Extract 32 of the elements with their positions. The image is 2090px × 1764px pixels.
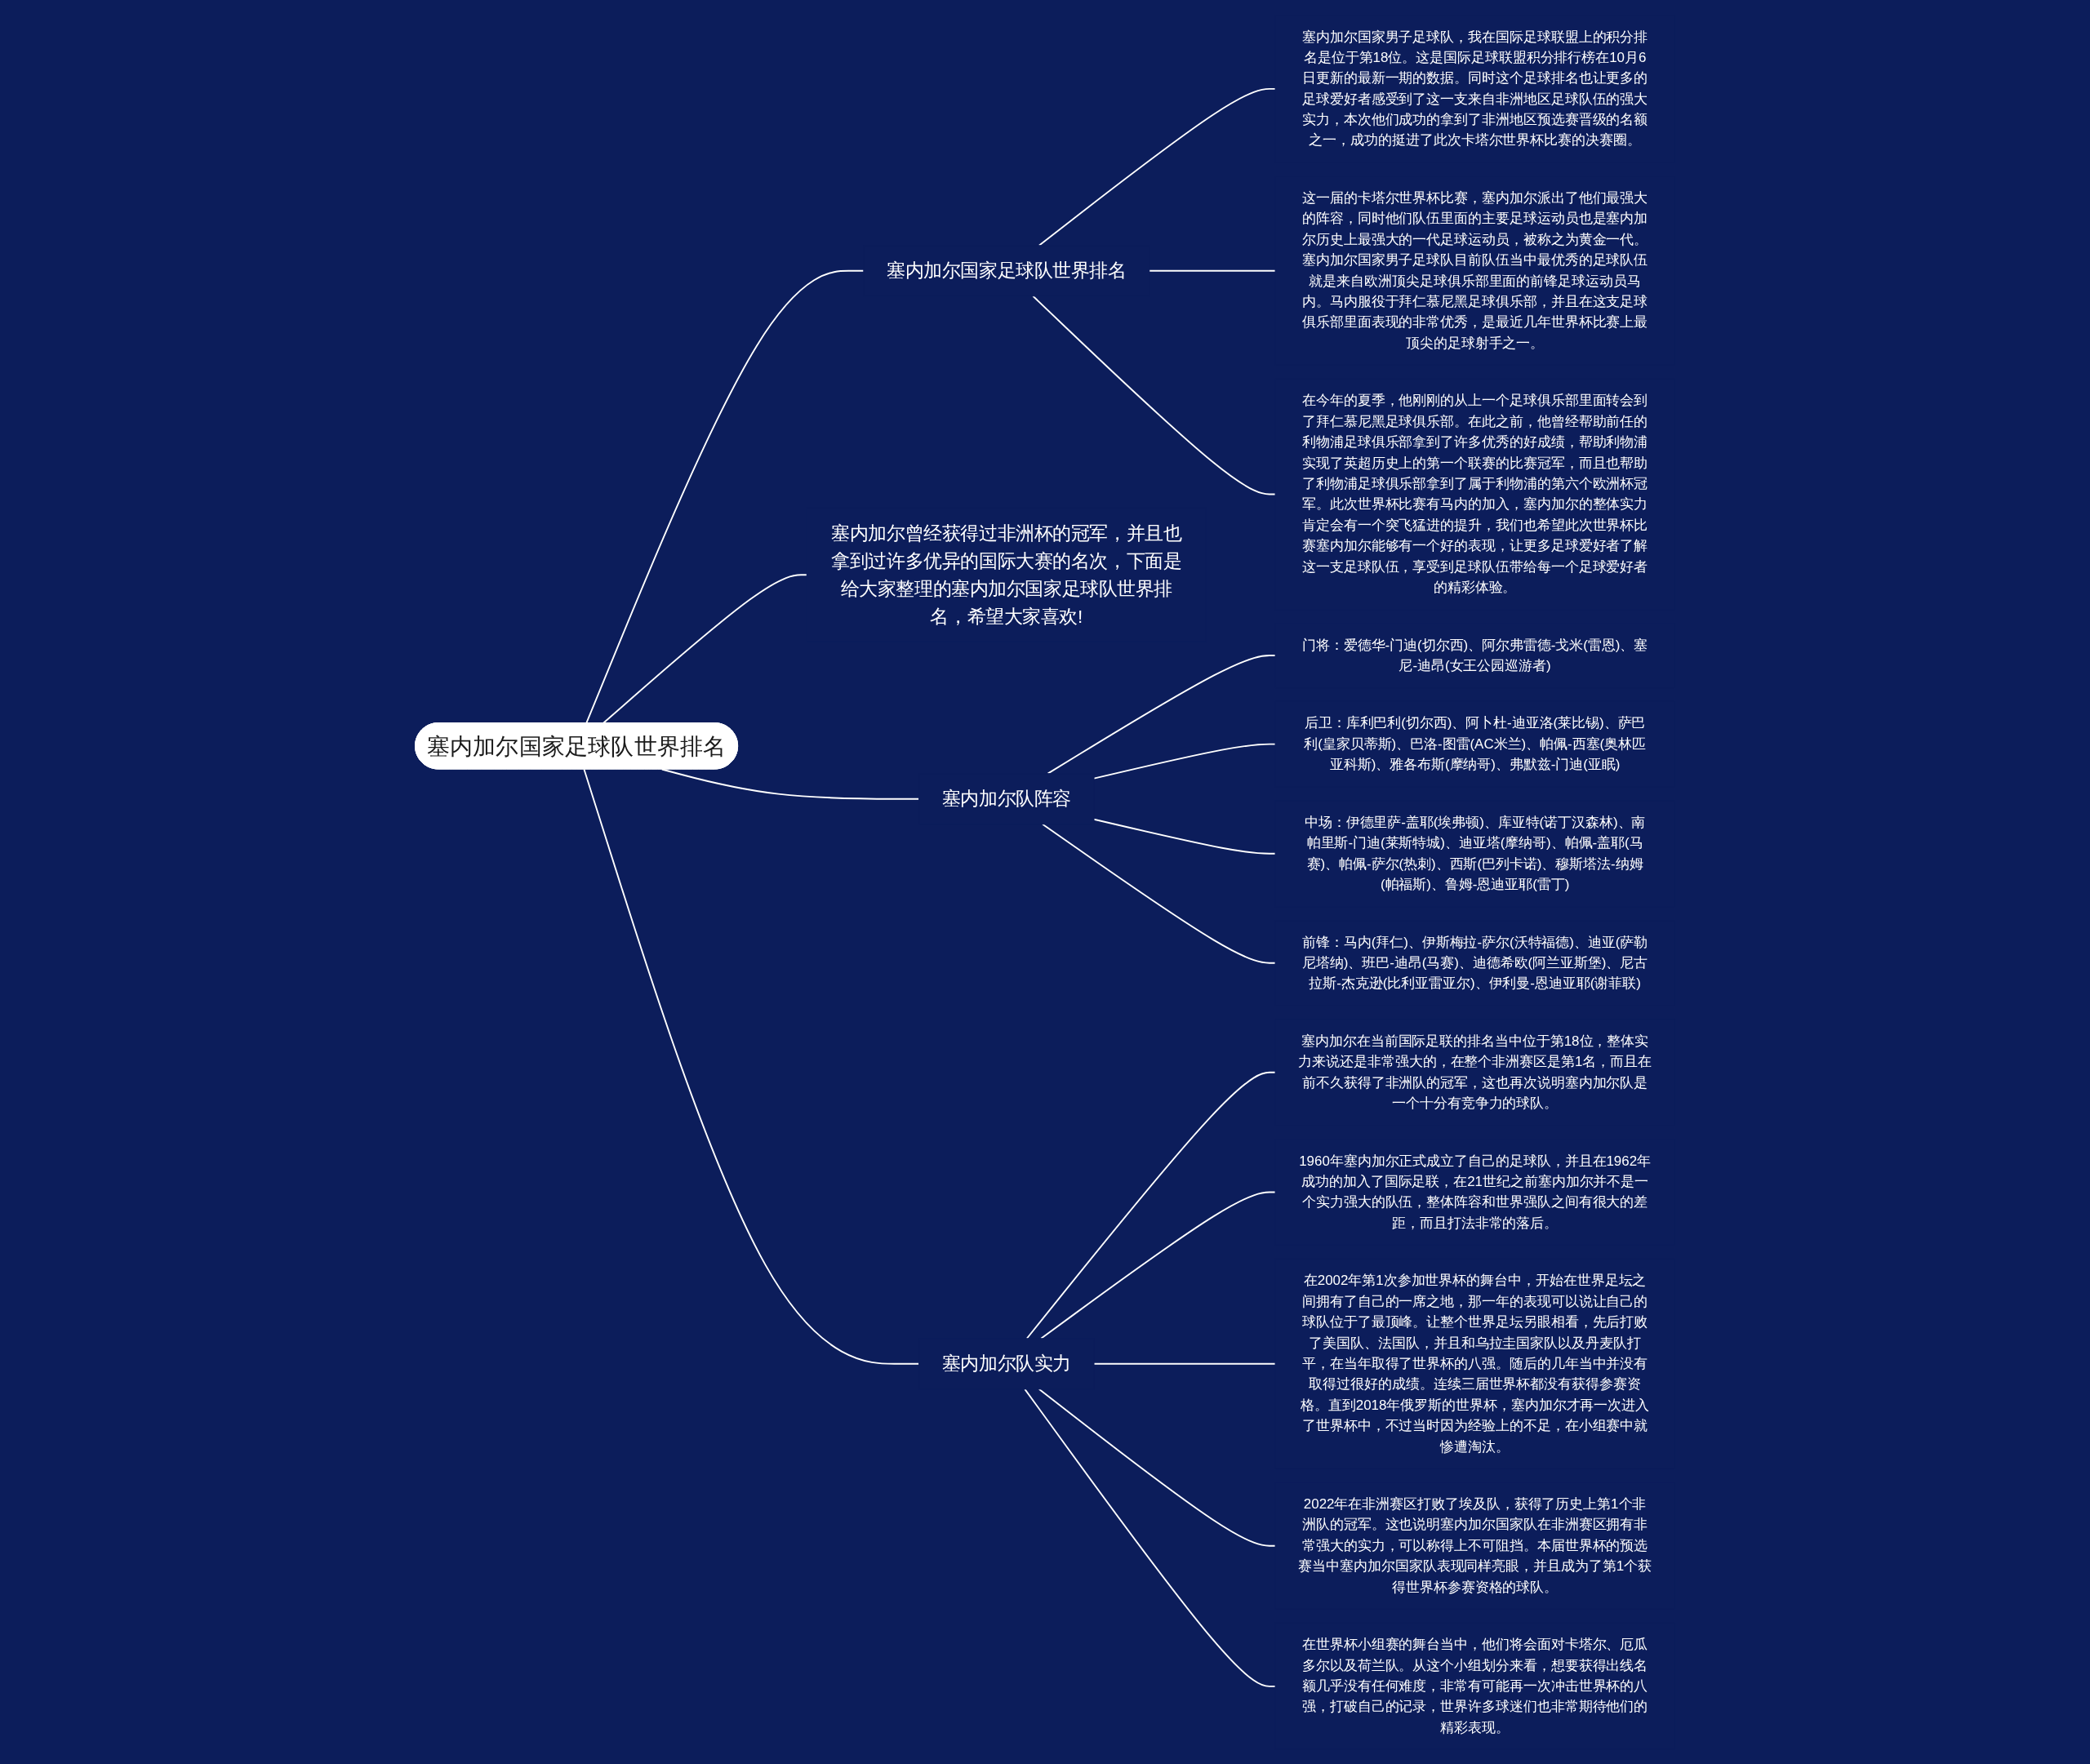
- connector: [1093, 743, 1277, 780]
- node-text: 在2002年第1次参加世界杯的舞台中，开始在世界足坛之间拥有了自己的一席之地，那一年的表现可以说让自己的球队位于了最顶峰。让整个世界足坛另眼相看，先后打败了美国队、法国队，并且和乌拉圭国家队以及丹麦队打平，在当年取得了世界杯的八强。随后的几年当中并没有取得过很好的成绩。连续三届世界杯都没有获得参赛资格。直到2018年俄罗斯的世界杯，塞内加尔才再一次进入了世界杯中，不过当时因为经验上的不足，在小组赛中就惨遭淘汰。: [1301, 1272, 1650, 1454]
- connector: [1040, 1191, 1277, 1340]
- node-text: 塞内加尔在当前国际足联的排名当中位于第18位，整体实力来说还是非常强大的，在整个非洲赛区是第1名，而且在前不久获得了非洲队的冠军，这也再次说明塞内加尔队是一个十分有竞争力的球队。: [1298, 1033, 1652, 1111]
- node-text: 门将：爱德华-门迪(切尔西)、阿尔弗雷德-戈米(雷恩)、塞尼-迪昂(女王公园巡游者): [1302, 636, 1648, 673]
- connector: [1032, 295, 1277, 495]
- connector: [1093, 1362, 1277, 1365]
- node-text: 在今年的夏季，他刚刚的从上一个足球俱乐部里面转会到了拜仁慕尼黑足球俱乐部。在此之前，他曾经帮助前任的利物浦足球俱乐部拿到了许多优秀的好成绩，帮助利物浦实现了英超历史上的第一个联赛的比赛冠军，而且也帮助了利物浦足球俱乐部拿到了属于利物浦的第六个欧洲杯冠军。此次世界杯比赛有马内的加入，塞内加尔的整体实力肯定会有一个突飞猛进的提升，我们也希望此次世界杯比赛塞内加尔能够有一个好的表现，让更多足球爱好者了解这一支足球队伍，享受到足球队伍带给每一个足球爱好者的精彩体验。: [1302, 392, 1648, 595]
- connector: [661, 768, 920, 800]
- node-text: 2022年在非洲赛区打败了埃及队，获得了历史上第1个非洲队的冠军。这也说明塞内加尔国家队在非洲赛区拥有非常强大的实力，可以称得上不可阻挡。本届世界杯的预选赛当中塞内加尔国家队表现同样亮眼，并且成为了第1个获得世界杯参赛资格的球队。: [1298, 1495, 1652, 1594]
- connector: [1038, 87, 1277, 247]
- connector: [1024, 1388, 1277, 1687]
- connector: [1093, 818, 1277, 855]
- connector: [1042, 823, 1277, 964]
- node-text: 塞内加尔队阵容: [941, 788, 1071, 809]
- node-text: 1960年塞内加尔正式成立了自己的足球队，并且在1962年成功的加入了国际足联，在21世纪之前塞内加尔并不是一个实力强大的队伍，整体阵容和世界强队之间有很大的差距，而且打法非常的落后。: [1299, 1153, 1652, 1231]
- connector: [603, 573, 808, 724]
- node-text: 这一届的卡塔尔世界杯比赛，塞内加尔派出了他们最强大的阵容，同时他们队伍里面的主要足球运动员也是塞内加尔历史上最强大的一代足球运动员，被称之为黄金一代。塞内加尔国家男子足球队目前队伍当中最优秀的足球队伍就是来自欧洲顶尖足球俱乐部里面的前锋足球运动员马内。马内服役于拜仁慕尼黑足球俱乐部，并且在这支足球俱乐部里面表现的非常优秀，是最近几年世界杯比赛上最顶尖的足球射手之一。: [1302, 189, 1648, 351]
- node-text: 后卫：库利巴利(切尔西)、阿卜杜-迪亚洛(莱比锡)、萨巴利(皇家贝蒂斯)、巴洛-图雷(AC米兰)、帕佩-西塞(奥林匹亚科斯)、雅各布斯(摩纳哥)、弗默兹-门迪(亚眠): [1304, 714, 1647, 772]
- node-text: 在世界杯小组赛的舞台当中，他们将会面对卡塔尔、厄瓜多尔以及荷兰队。从这个小组划分来看，想要获得出线名额几乎没有任何难度，非常有可能再一次冲击世界杯的八强，打破自己的记录，世界许多球迷们也非常期待他们的精彩表现。: [1302, 1636, 1648, 1735]
- connector: [1148, 269, 1277, 272]
- connector: [1047, 654, 1277, 775]
- connector: [585, 269, 865, 724]
- node-text: 塞内加尔国家足球队世界排名: [887, 260, 1127, 281]
- node-text: 中场：伊德里萨-盖耶(埃弗顿)、库亚特(诺丁汉森林)、南帕里斯-门迪(莱斯特城)、迪亚塔(摩纳哥)、帕佩-盖耶(马赛)、帕佩-萨尔(热刺)、西斯(巴列卡诺)、穆斯塔法-纳姆(帕福斯)、鲁姆-恩迪亚耶(雷丁): [1304, 814, 1646, 892]
- connector: [583, 768, 920, 1365]
- node-text: 塞内加尔国家男子足球队，我在国际足球联盟上的积分排名是位于第18位。这是国际足球联盟积分排行榜在10月6日更新的最新一期的数据。同时这个足球排名也让更多的足球爱好者感受到了这一支来自非洲地区足球队伍的强大实力，本次他们成功的拿到了非洲地区预选赛晋级的名额之一，成功的挺进了此次卡塔尔世界杯比赛的决赛圈。: [1302, 28, 1648, 148]
- node-text: 前锋：马内(拜仁)、伊斯梅拉-萨尔(沃特福德)、迪亚(萨勒尼塔纳)、班巴-迪昂(马赛)、迪德希欧(阿兰亚斯堡)、尼古拉斯-杰克逊(比利亚雷亚尔)、伊利曼-恩迪亚耶(谢菲联): [1302, 933, 1648, 991]
- connector: [1025, 1071, 1277, 1340]
- connector: [1038, 1388, 1277, 1547]
- node-text: 塞内加尔曾经获得过非洲杯的冠军，并且也拿到过许多优异的国际大赛的名次，下面是给大家整理的塞内加尔国家足球队世界排名，希望大家喜欢!: [831, 522, 1182, 626]
- node-text: 塞内加尔队实力: [941, 1353, 1071, 1374]
